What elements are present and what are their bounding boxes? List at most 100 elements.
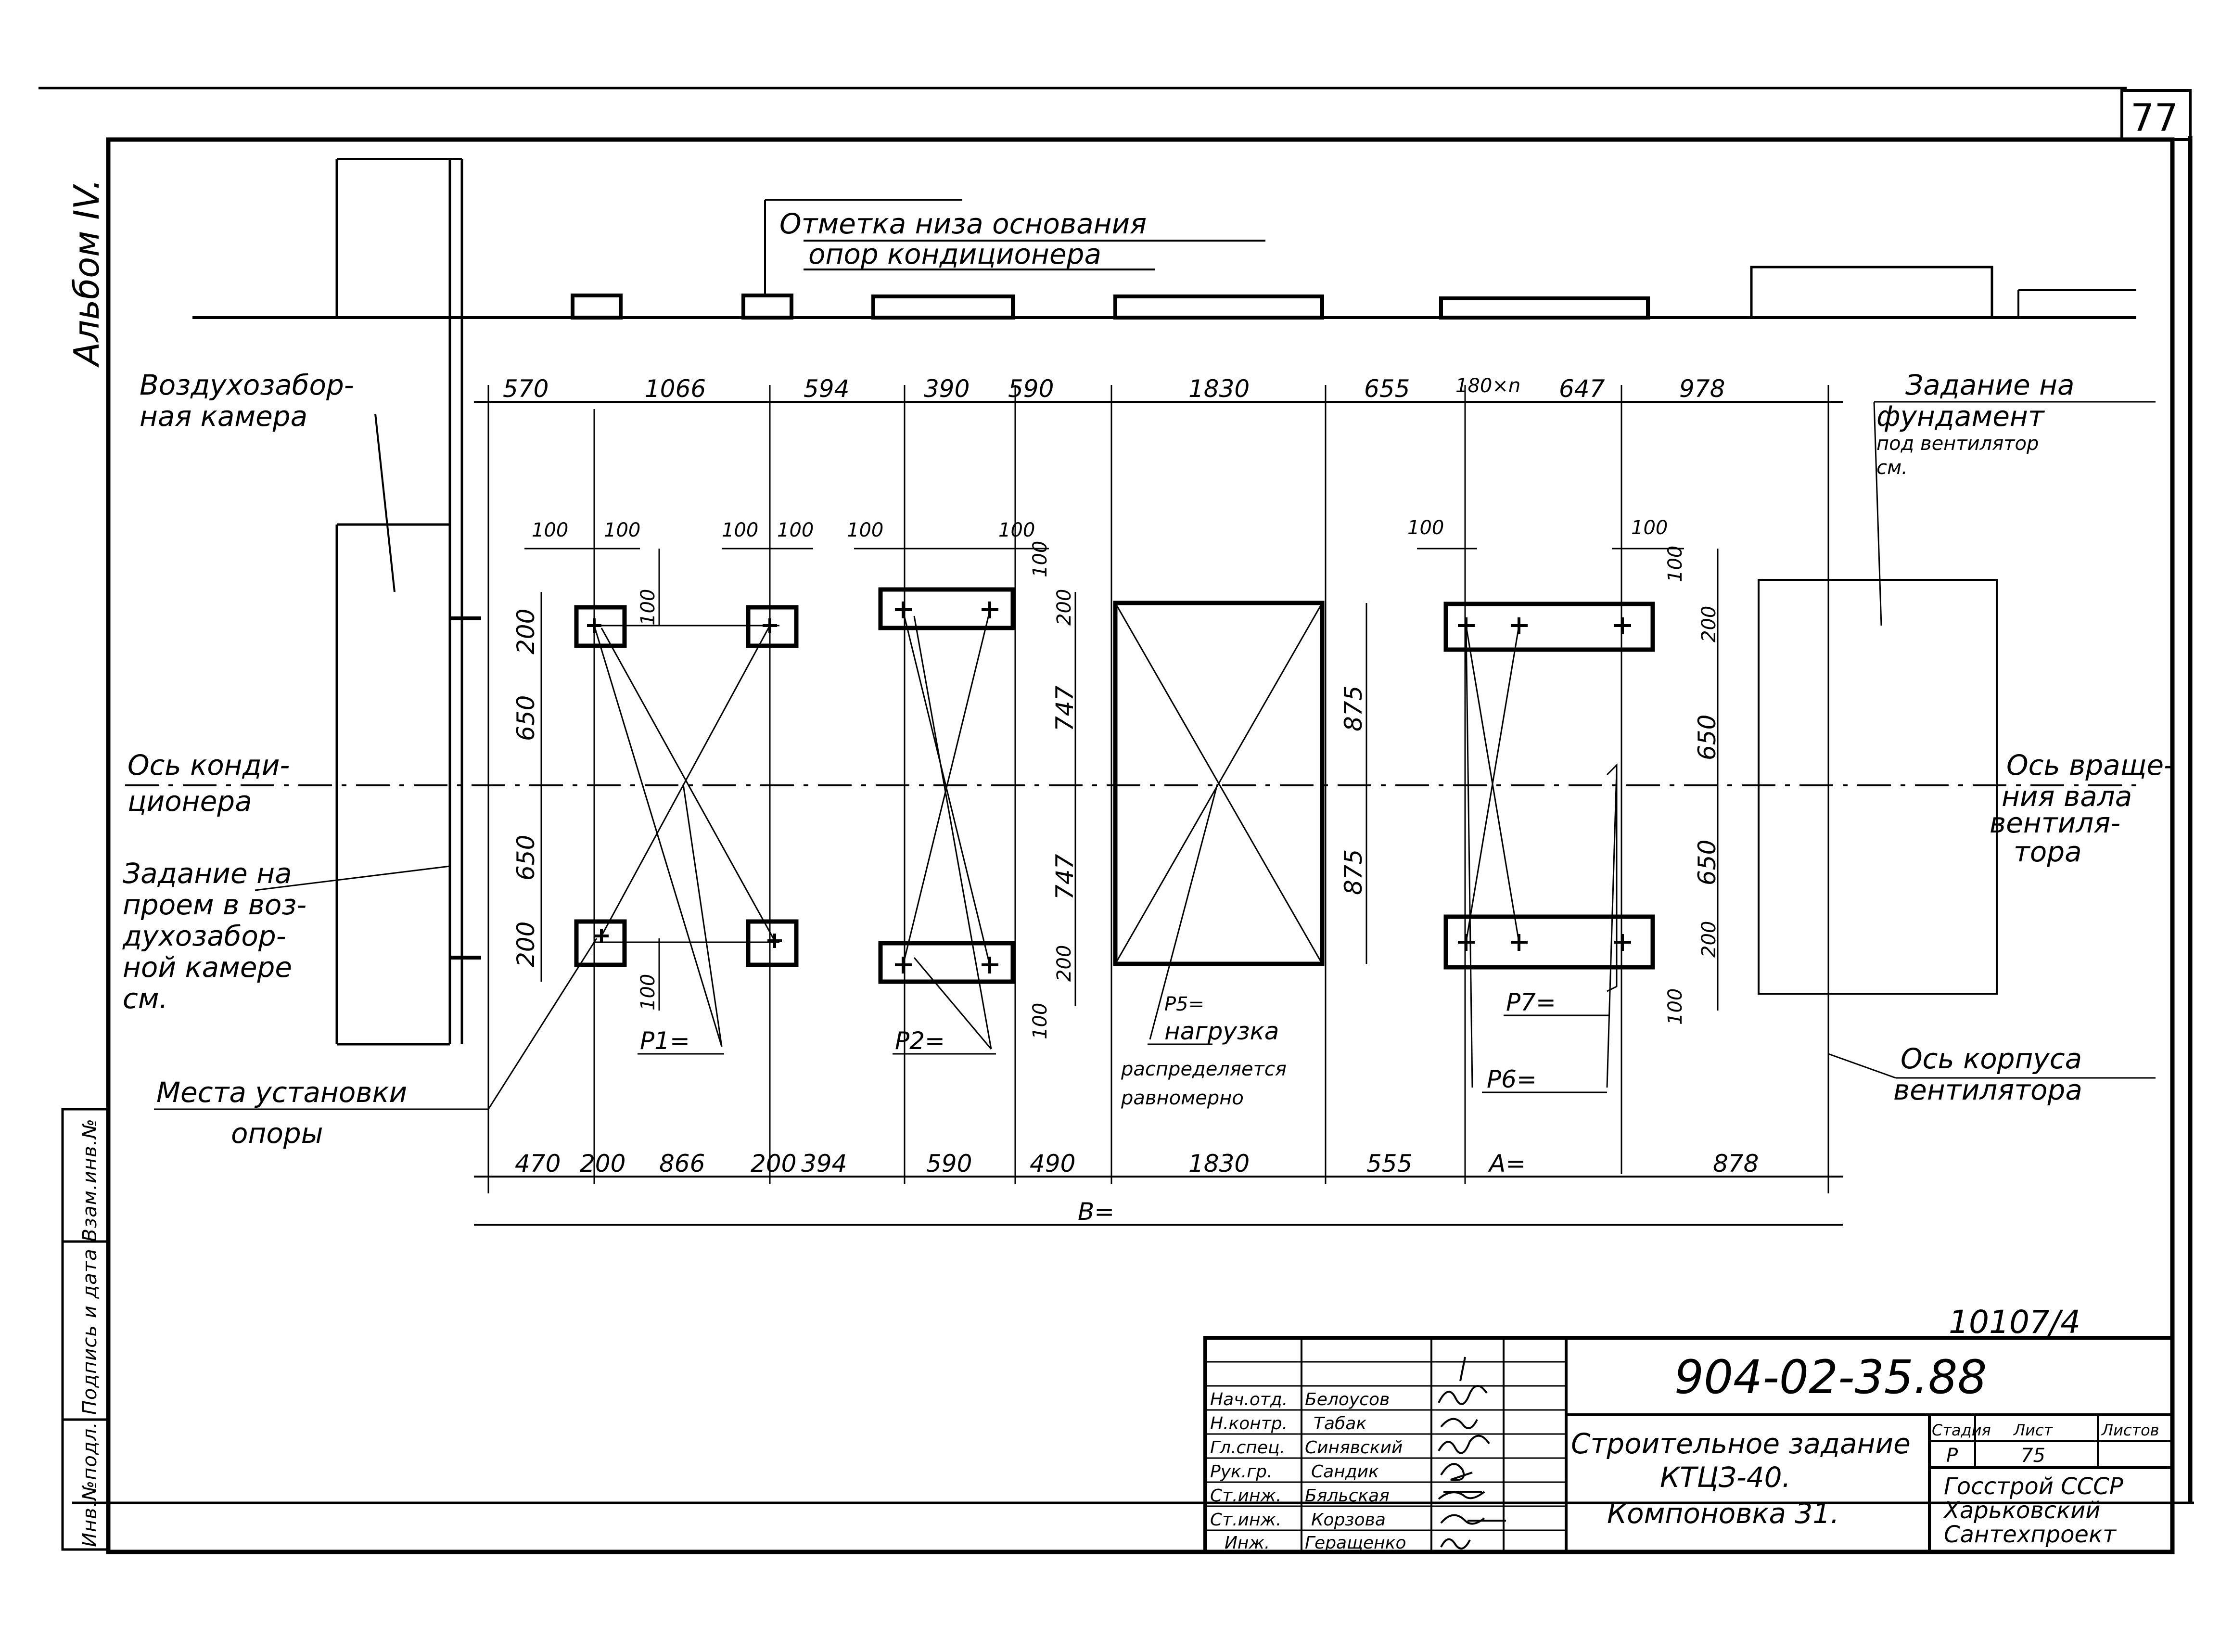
support-places-leader <box>154 938 598 1110</box>
p5-label-3: распределяется <box>1121 1058 1287 1080</box>
dim-top-1: 1066 <box>645 375 706 403</box>
shaft-axis-label-4: тора <box>2014 835 2082 868</box>
org-line-2: Харьковский <box>1942 1497 2100 1524</box>
side-stamp-text: Инв.№подл. Подпись и дата Взам.инв.№ <box>79 1119 101 1547</box>
p5-label-2: нагрузка <box>1164 1017 1279 1045</box>
signer-role: Рук.гр. <box>1210 1462 1272 1482</box>
sheets-header: Листов <box>2101 1421 2159 1439</box>
dim-top-0: 570 <box>503 375 549 403</box>
opening-label-3: духозабор- <box>122 920 286 952</box>
fan-foundation-label-2: фундамент <box>1876 400 2045 433</box>
dim-top-7: 180×n <box>1455 375 1520 397</box>
dim-v-200-2: 200 <box>512 922 540 967</box>
dim-v-875-1: 875 <box>1340 686 1367 731</box>
signer-role: Нач.отд. <box>1210 1390 1288 1409</box>
dim-v-200-3: 200 <box>1053 589 1075 626</box>
fan-body-axis-leader <box>1828 1053 2156 1079</box>
dim-offset-8: 100 <box>1631 517 1668 539</box>
fan-body-axis-label-1: Ось корпуса <box>1901 1042 2082 1075</box>
opening-label-5: см. <box>123 982 168 1015</box>
dim-v-100-4: 100 <box>1029 1003 1051 1039</box>
intake-chamber <box>335 413 481 1046</box>
dim-bottom-2: 866 <box>659 1150 705 1178</box>
bottom-dimensions: 470 200 866 200 394 590 490 1830 555 А= … <box>515 1150 1759 1178</box>
dim-bottom-0: 470 <box>515 1150 561 1178</box>
support-pad-8 <box>1443 914 1655 970</box>
dim-bottom-5: 590 <box>926 1150 972 1178</box>
elevation-view <box>192 158 2136 1044</box>
dim-bottom-10: 878 <box>1713 1150 1759 1178</box>
elevation-label-2: опор кондиционера <box>808 238 1101 270</box>
signer-name: Корзова <box>1311 1510 1386 1530</box>
signer-name: Табак <box>1314 1414 1366 1434</box>
org-line-3: Сантехпроект <box>1944 1521 2117 1548</box>
support-pad-6 <box>878 941 1015 984</box>
dim-top-6: 655 <box>1364 375 1410 403</box>
dim-bottom-9: А= <box>1488 1150 1526 1178</box>
doc-code: 904-02-35.88 <box>1674 1350 1987 1404</box>
dim-bottom-1: 200 <box>580 1150 625 1178</box>
sheet-value: 75 <box>2021 1445 2045 1467</box>
fan-foundation <box>1758 579 1998 995</box>
dim-top-3: 390 <box>924 375 970 403</box>
opening-label-4: ной камере <box>123 951 292 984</box>
dim-v-100-5: 100 <box>1664 546 1686 582</box>
dim-bottom-6: 490 <box>1030 1150 1075 1178</box>
dim-top-9: 978 <box>1679 375 1725 403</box>
signers-table: Нач.отд. Белоусов Н.контр. Табак Гл.спец… <box>1210 1390 1406 1553</box>
opening-label-1: Задание на <box>123 857 292 890</box>
signer-name: Бяльская <box>1305 1486 1390 1506</box>
stage-header: Стадия <box>1932 1421 1991 1439</box>
dim-v-650-2: 650 <box>512 835 540 881</box>
dim-top-4: 590 <box>1008 375 1054 403</box>
dim-v-650-4: 650 <box>1693 840 1721 885</box>
offset-dimensions: 100 100 100 100 100 100 100 100 <box>532 517 1668 541</box>
signer-name: Геращенко <box>1305 1533 1406 1553</box>
stage-value: Р <box>1946 1445 1958 1467</box>
p5-block <box>1113 601 1325 1040</box>
signer-role: Гл.спец. <box>1210 1438 1285 1458</box>
p7-label: Р7= <box>1506 988 1556 1016</box>
dim-top-2: 594 <box>804 375 849 403</box>
dim-offset-7: 100 <box>1407 517 1444 539</box>
dim-v-875-2: 875 <box>1340 849 1367 895</box>
ac-axis-label-2: ционера <box>128 785 252 818</box>
signer-name: Сандик <box>1311 1462 1379 1482</box>
side-stamp <box>61 1108 110 1551</box>
dim-v-100-3: 100 <box>1029 541 1051 577</box>
signer-role: Ст.инж. <box>1210 1486 1281 1506</box>
dim-bottom-8: 555 <box>1366 1150 1412 1178</box>
fan-body-axis-label-2: вентилятора <box>1893 1074 2082 1106</box>
elevation-label-1: Отметка низа основания <box>779 207 1147 240</box>
fan-foundation-leader <box>1873 401 2156 626</box>
dim-offset-4: 100 <box>777 519 814 541</box>
dim-v-200-1: 200 <box>512 609 540 654</box>
dim-bottom-3: 200 <box>751 1150 796 1178</box>
dim-v-200-4: 200 <box>1053 945 1075 982</box>
vertical-dimensions: 200 650 650 200 100 100 100 200 747 747 … <box>512 541 1721 1039</box>
p2-label: Р2= <box>895 1027 945 1055</box>
load-diagonals <box>593 611 1618 1088</box>
dim-offset-1: 100 <box>532 519 568 541</box>
archive-number: 10107/4 <box>1949 1304 2080 1341</box>
extension-lines <box>487 385 1829 1193</box>
dim-bottom-4: 394 <box>801 1150 847 1178</box>
support-places-label-2: опоры <box>231 1117 323 1150</box>
dim-v-100-1: 100 <box>637 589 659 626</box>
dim-v-747-1: 747 <box>1051 685 1079 731</box>
signer-role: Ст.инж. <box>1210 1510 1281 1530</box>
fan-foundation-label-4: см. <box>1876 457 1908 479</box>
signer-role: Н.контр. <box>1210 1414 1288 1434</box>
load-leaders <box>638 1014 1609 1093</box>
title-block <box>1203 1336 2174 1554</box>
title-line-2: КТЦЗ-40. <box>1660 1461 1791 1494</box>
top-dimensions: 570 1066 594 390 590 1830 655 180×n 647 … <box>503 375 1725 403</box>
ac-axis-label-1: Ось конди- <box>128 749 290 781</box>
signer-name: Синявский <box>1305 1438 1403 1458</box>
title-line-1: Строительное задание <box>1571 1427 1911 1460</box>
shaft-axis-label-2: ния вала <box>2002 780 2132 813</box>
dim-offset-2: 100 <box>604 519 640 541</box>
dim-v-650-3: 650 <box>1693 715 1721 760</box>
p5-label-4: равномерно <box>1121 1087 1244 1109</box>
